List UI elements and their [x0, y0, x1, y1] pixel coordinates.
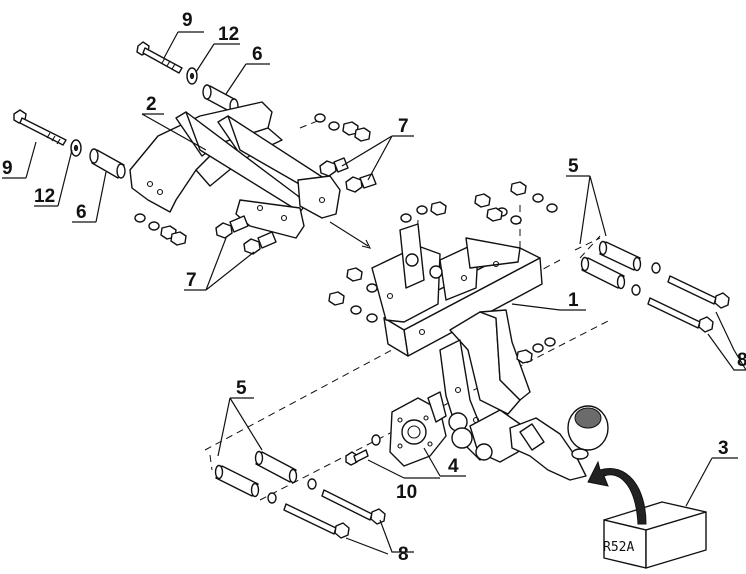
- body-fasteners-center: [516, 337, 556, 364]
- bracket-fasteners: [134, 113, 371, 246]
- spacer-tubes-bottom: [214, 450, 317, 504]
- spacer-tubes-right: [580, 240, 661, 296]
- assembly-arrow: [329, 221, 372, 249]
- label-bolts-lower: 7: [186, 270, 197, 291]
- long-bolt-upper: [136, 41, 183, 74]
- label-electrical-kit-box: 3: [718, 438, 729, 459]
- label-spacer-tubes-right: 5: [568, 156, 579, 177]
- label-long-bolt-upper: 9: [182, 10, 193, 31]
- tow-bar-body: [371, 223, 609, 481]
- body-fasteners-top: [400, 181, 558, 225]
- lower-bolt-group: [13, 109, 126, 179]
- leader-lines: [2, 31, 746, 555]
- label-spacer-lower: 6: [76, 202, 87, 223]
- mounting-bracket: [129, 101, 341, 239]
- upper-bolt-group: [136, 41, 239, 114]
- part-labels: 9 12 6 2 7 9 12 6 7 5 1 8 5 4 10 3 8: [2, 10, 746, 565]
- label-spacer-tubes-left: 5: [236, 378, 247, 399]
- long-bolt-lower: [13, 109, 67, 146]
- label-mounting-bracket: 2: [146, 94, 157, 115]
- label-long-bolt-lower: 9: [2, 158, 13, 179]
- label-spacer-upper: 6: [252, 44, 263, 65]
- label-bolts-bottom: 8: [398, 544, 409, 565]
- bolts-right: [647, 275, 730, 333]
- bolts-upper: [319, 157, 377, 193]
- install-arrow: [587, 460, 647, 525]
- label-tow-bar-body: 1: [568, 290, 579, 311]
- socket-bolt: [345, 434, 381, 466]
- electrical-kit-box: R52A: [603, 501, 707, 569]
- label-washer-lower: 12: [34, 186, 55, 207]
- bolts-bottom: [283, 489, 386, 539]
- box-code: R52A: [603, 540, 634, 555]
- spacer-upper: [202, 84, 239, 114]
- label-bolts-upper: 7: [398, 116, 409, 137]
- socket-plate: [389, 391, 447, 467]
- label-socket-plate: 4: [448, 456, 459, 477]
- bolts-lower: [215, 215, 277, 255]
- spacer-lower: [89, 148, 126, 179]
- label-socket-bolt: 10: [396, 482, 417, 503]
- label-bolts-right: 8: [737, 350, 746, 371]
- label-washer-upper: 12: [218, 24, 239, 45]
